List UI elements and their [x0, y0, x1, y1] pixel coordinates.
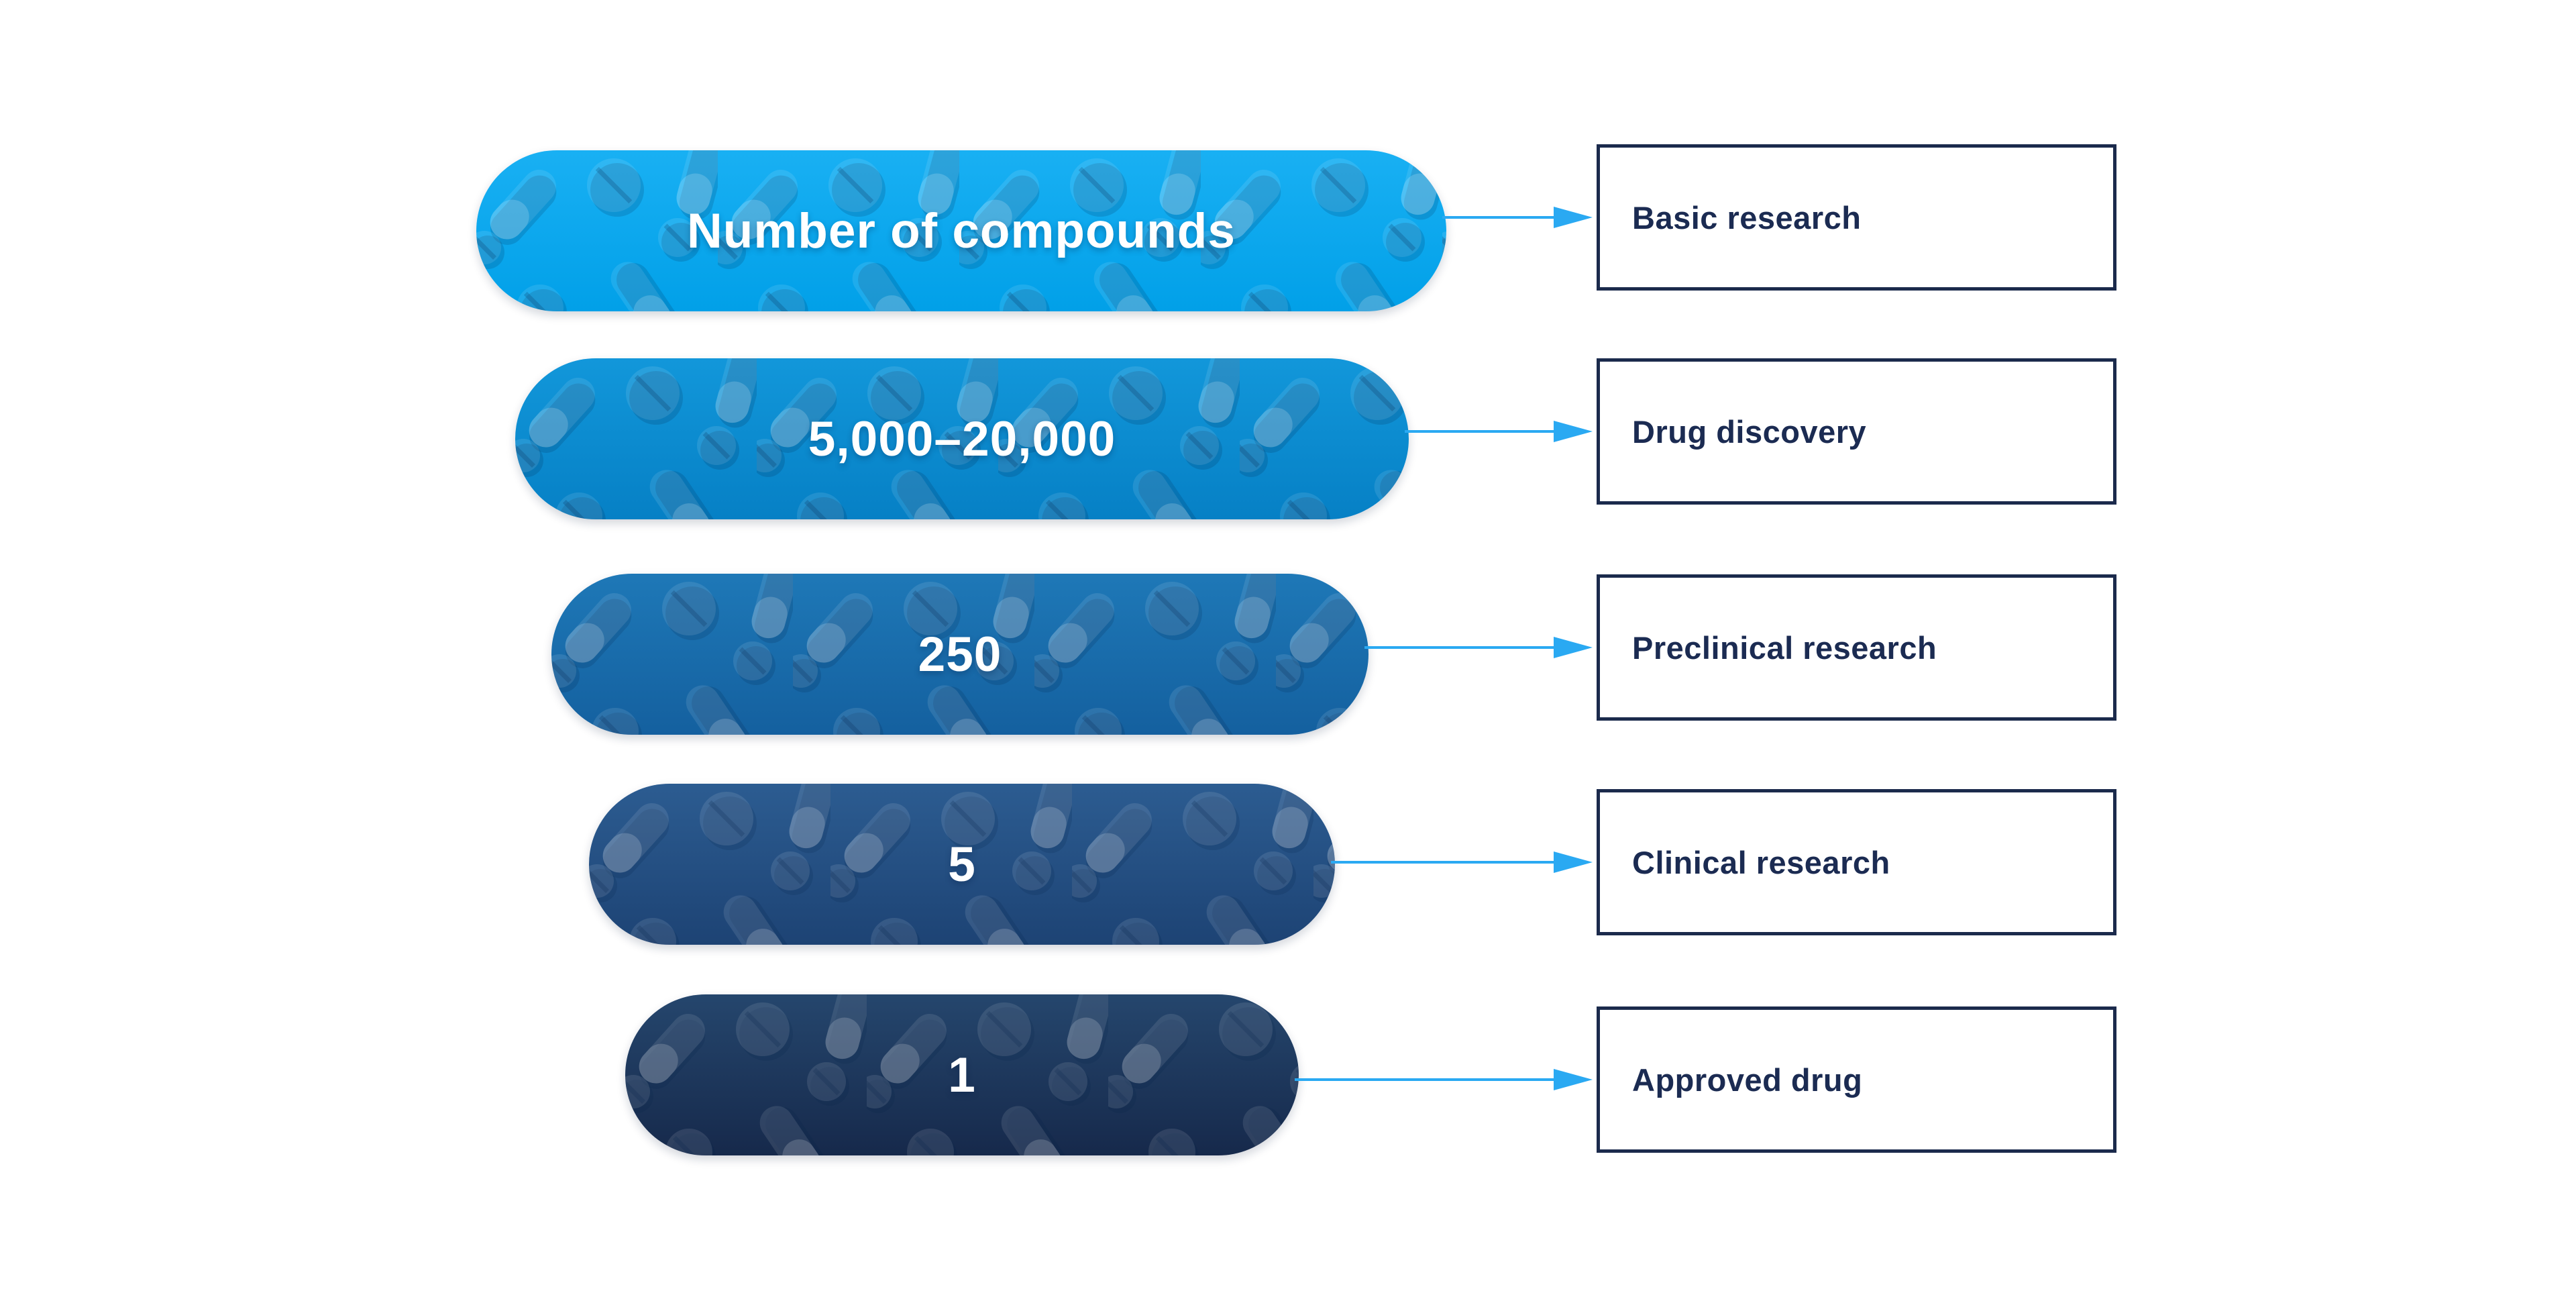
arrow-icon	[1295, 1069, 1593, 1090]
funnel-bar-approved-drug: 1	[625, 994, 1299, 1155]
funnel-bar-clinical-research: 5	[589, 784, 1335, 945]
pill-pattern-texture	[515, 358, 1409, 519]
stage-box-preclinical-research: Preclinical research	[1597, 574, 2116, 721]
stage-box-basic-research: Basic research	[1597, 144, 2116, 291]
funnel-bar-value: 5,000–20,000	[808, 411, 1116, 466]
funnel-bar-value: 5	[948, 837, 976, 892]
funnel-bar-drug-discovery: 5,000–20,000	[515, 358, 1409, 519]
stage-label: Preclinical research	[1632, 629, 1937, 666]
funnel-bar-value: 1	[948, 1047, 976, 1102]
arrow-icon	[1364, 637, 1593, 658]
arrow-icon	[1405, 421, 1593, 442]
stage-label: Drug discovery	[1632, 413, 1867, 450]
pill-pattern-texture	[551, 574, 1368, 735]
stage-box-drug-discovery: Drug discovery	[1597, 358, 2116, 505]
stage-label: Approved drug	[1632, 1062, 1863, 1098]
funnel-bar-preclinical-research: 250	[551, 574, 1368, 735]
pill-pattern-texture	[625, 994, 1299, 1155]
stage-box-approved-drug: Approved drug	[1597, 1006, 2116, 1153]
pill-pattern-texture	[476, 150, 1446, 311]
funnel-bar-value: Number of compounds	[687, 203, 1236, 258]
arrow-icon	[1442, 207, 1593, 228]
stage-label: Clinical research	[1632, 844, 1890, 880]
funnel-bar-value: 250	[918, 627, 1002, 682]
pill-pattern-texture	[589, 784, 1335, 945]
funnel-bar-basic-research: Number of compounds	[476, 150, 1446, 311]
stage-box-clinical-research: Clinical research	[1597, 789, 2116, 935]
arrow-icon	[1331, 851, 1593, 873]
stage-label: Basic research	[1632, 199, 1862, 236]
